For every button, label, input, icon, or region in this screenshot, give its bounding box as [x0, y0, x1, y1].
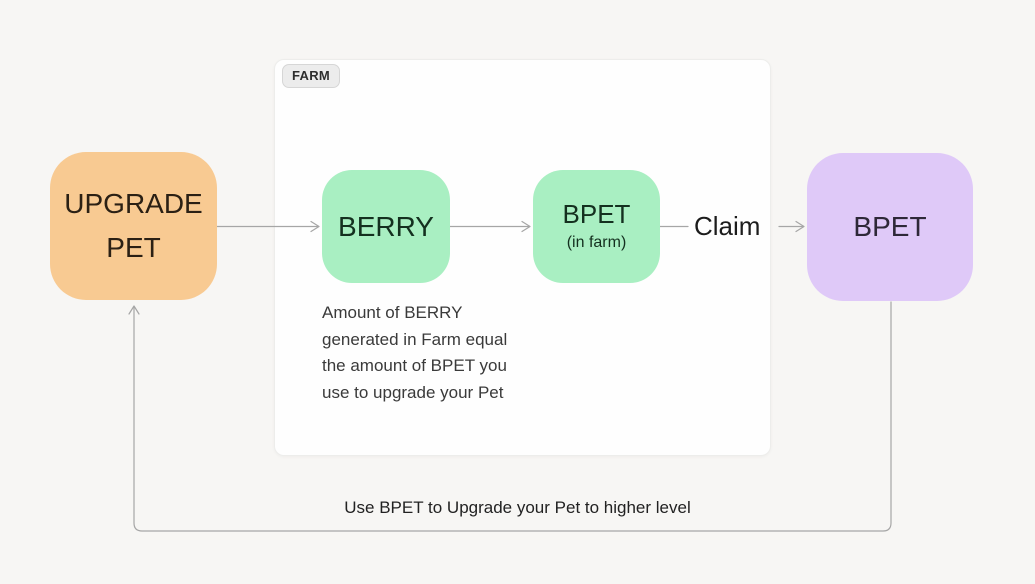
- loop-bpet-to-upgradepet: [128, 301, 892, 532]
- node-upgrade-pet-label-line1: UPGRADE: [64, 188, 203, 219]
- arrow-upgradepet-to-berry: [216, 220, 320, 233]
- node-bpet-label: BPET: [853, 211, 927, 242]
- berry-annotation: Amount of BERRY generated in Farm equal …: [322, 300, 507, 406]
- node-upgrade-pet: UPGRADE PET: [50, 152, 217, 300]
- node-bpet-in-farm: BPET (in farm): [533, 170, 660, 283]
- node-bpet-in-farm-sublabel: (in farm): [566, 234, 627, 251]
- node-berry: BERRY: [322, 170, 450, 283]
- berry-annotation-line: use to upgrade your Pet: [322, 382, 504, 402]
- arrow-berry-to-bpetfarm: [449, 220, 531, 233]
- node-bpet-in-farm-label: BPET: [562, 199, 631, 229]
- loop-caption: Use BPET to Upgrade your Pet to higher l…: [344, 498, 691, 517]
- berry-annotation-line: generated in Farm equal: [322, 329, 508, 349]
- claim-edge-label: Claim: [694, 211, 761, 241]
- farm-tag: FARM: [282, 64, 341, 88]
- berry-annotation-line: the amount of BPET you: [322, 356, 507, 375]
- node-berry-label: BERRY: [338, 210, 434, 242]
- berry-annotation-line: Amount of BERRY: [322, 303, 463, 322]
- node-upgrade-pet-label-line2: PET: [106, 232, 161, 263]
- arrow-claim-to-bpet: [778, 220, 805, 233]
- node-bpet: BPET: [807, 153, 973, 301]
